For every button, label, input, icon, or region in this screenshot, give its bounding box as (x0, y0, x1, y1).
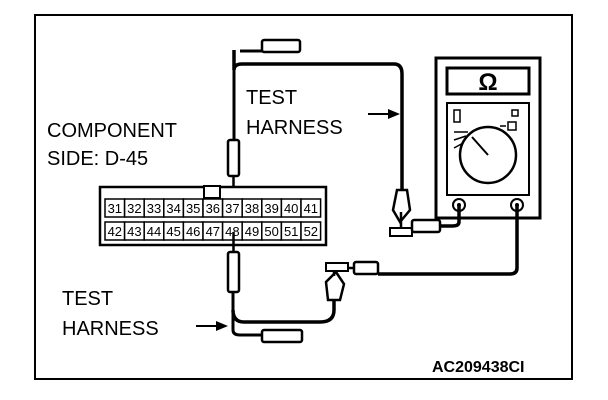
figure-code: AC209438CI (432, 359, 525, 376)
harness-top-end-plug (260, 38, 302, 54)
test-harness-top-label-line2: HARNESS (246, 117, 343, 139)
multimeter: Ω (434, 56, 542, 220)
pin-number-42: 42 (108, 224, 122, 239)
meter-probe-red (352, 260, 380, 276)
dial-pointer (471, 136, 489, 156)
pin-number-31: 31 (108, 201, 122, 216)
pin-number-44: 44 (147, 224, 161, 239)
alligator-clip (324, 270, 346, 302)
test-harness-bottom (226, 232, 336, 344)
meter-switch-icon (453, 109, 461, 123)
harness-top-probe (226, 138, 241, 178)
alligator-clip (391, 188, 412, 225)
pin-number-52: 52 (304, 224, 318, 239)
pin-cell-41 (300, 198, 322, 218)
component-side-label-line2: SIDE: D-45 (47, 148, 148, 170)
pin-number-41: 41 (304, 201, 318, 216)
ohm-symbol: Ω (478, 69, 497, 96)
meter-indicator-icon (507, 121, 517, 131)
arrow-right-icon (196, 321, 228, 331)
pin-number-33: 33 (147, 201, 161, 216)
pin-number-38: 38 (245, 201, 259, 216)
test-harness-top-label-line1: TEST (246, 87, 297, 109)
clip-bottom (324, 260, 380, 302)
meter-probe-black (410, 218, 442, 234)
pin-number-40: 40 (284, 201, 298, 216)
pin-number-34: 34 (166, 201, 180, 216)
connector-bottom-row: 42 43 44 45 46 47 48 49 50 51 52 (104, 221, 322, 241)
pin-number-45: 45 (166, 224, 180, 239)
pin-cell-52 (300, 221, 322, 241)
pin-number-39: 39 (264, 201, 278, 216)
pin-number-48: 48 (225, 224, 239, 239)
pin-number-47: 47 (206, 224, 220, 239)
component-side-label-line1: COMPONENT (47, 120, 177, 142)
test-harness-bottom-label-line2: HARNESS (62, 318, 159, 340)
pin-number-51: 51 (284, 224, 298, 239)
meter-indicator-icon (511, 109, 519, 117)
diagram-frame (34, 14, 573, 380)
pin-number-43: 43 (127, 224, 141, 239)
harness-bottom-end-plug (260, 328, 304, 344)
harness-bottom-probe (226, 250, 241, 294)
pin-number-37: 37 (225, 201, 239, 216)
meter-lead-black (440, 205, 461, 228)
arrow-right-icon (368, 109, 400, 119)
pin-number-50: 50 (264, 224, 278, 239)
harness-wire (231, 300, 336, 324)
connector-top-row: 31 32 33 34 35 36 37 38 39 40 41 (104, 198, 322, 218)
pin-number-35: 35 (186, 201, 200, 216)
test-harness-top (226, 38, 404, 200)
connector-lock-tab (203, 185, 221, 199)
pin-number-49: 49 (245, 224, 259, 239)
meter-display (445, 66, 531, 96)
pin-number-32: 32 (127, 201, 141, 216)
connector-d45: 31 32 33 34 35 36 37 38 39 40 41 42 43 44 45 46 47 48 49 5… (98, 185, 328, 247)
meter-lead-red (378, 205, 519, 276)
pin-number-36: 36 (206, 201, 220, 216)
test-harness-bottom-label-line1: TEST (62, 288, 113, 310)
pin-number-46: 46 (186, 224, 200, 239)
clip-top (389, 188, 442, 237)
range-mark-icon (453, 135, 467, 141)
